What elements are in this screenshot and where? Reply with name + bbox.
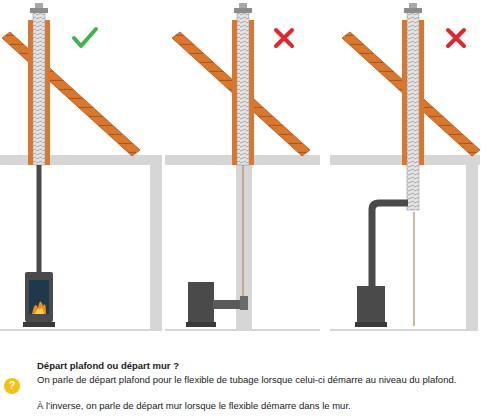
check-mark xyxy=(74,29,96,46)
note-heading: Départ plafond ou départ mur ? xyxy=(37,359,495,372)
house-wall-start-elbow xyxy=(330,3,480,330)
help-icon xyxy=(4,378,20,394)
note-text: On parle de départ plafond pour le flexi… xyxy=(37,373,495,386)
house-ceiling-start xyxy=(0,3,162,330)
note-text: À l’inverse, on parle de départ mur lors… xyxy=(37,399,495,412)
cross-mark xyxy=(276,30,292,46)
help-icon-text: ? xyxy=(4,379,20,393)
house-wall-start xyxy=(165,3,320,330)
cross-mark xyxy=(448,30,464,46)
